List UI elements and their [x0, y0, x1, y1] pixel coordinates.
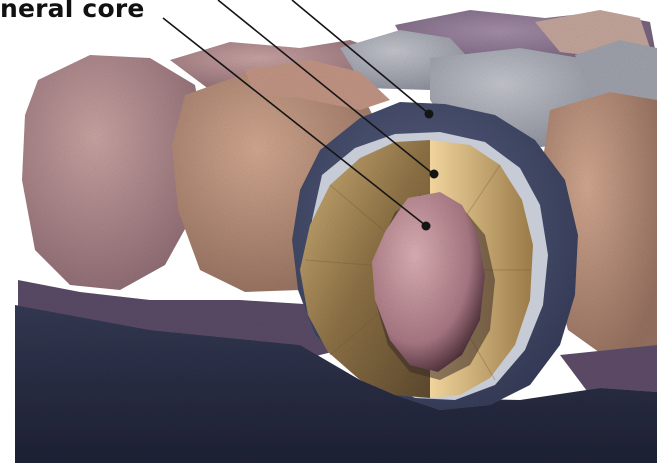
pointer-dot-gold: [430, 170, 439, 179]
mineral-core-label: neral core: [0, 0, 145, 23]
pointer-dot-coating: [425, 110, 434, 119]
pointer-dot-core: [422, 222, 431, 231]
coated-grain: [292, 102, 578, 410]
